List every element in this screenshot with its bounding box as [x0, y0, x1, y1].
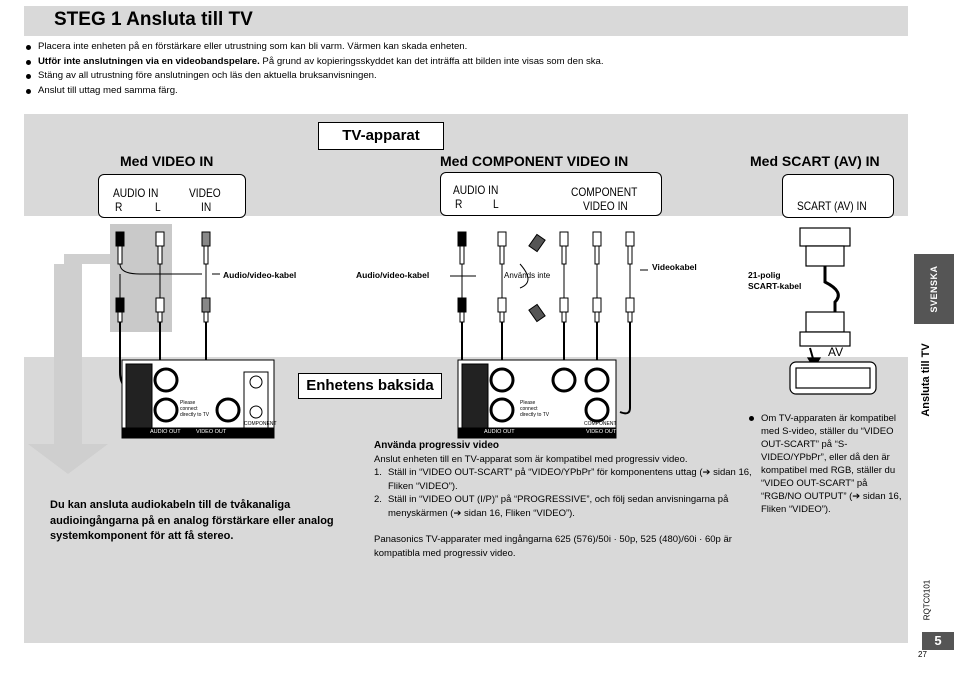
list-item: Placera inte enheten på en förstärkare e…: [24, 40, 904, 55]
unit-back-label: Enhetens baksida: [298, 373, 442, 399]
instruction-list: Placera inte enheten på en förstärkare e…: [24, 40, 904, 98]
page-title: STEG 1 Ansluta till TV: [54, 9, 253, 30]
panel-component-2: COMPONENT: [584, 421, 617, 427]
label-not-used: Används inte: [504, 271, 551, 280]
panel-video-out: VIDEO OUT: [196, 429, 227, 435]
jack-label: L: [155, 200, 161, 214]
heading-scart: Med SCART (AV) IN: [750, 153, 880, 169]
language-tab: [914, 254, 954, 324]
jack-label: R: [115, 200, 123, 214]
title-bar: [24, 6, 908, 36]
document-code: RQTC0101: [922, 579, 932, 621]
section-label: Ansluta till TV: [920, 343, 932, 417]
scart-cable: [789, 227, 877, 395]
progressive-intro: Anslut enheten till en TV-apparat som är…: [374, 453, 688, 465]
unit-back-panel-right: [457, 359, 617, 439]
label-av-mark: AV: [828, 345, 844, 359]
list-item: Utför inte anslutningen via en videoband…: [24, 55, 904, 70]
stereo-note: Du kan ansluta audiokabeln till de tvåka…: [50, 499, 334, 542]
connection-diagram: [115, 227, 877, 439]
label-av-cable-left: Audio/video-kabel: [223, 270, 297, 280]
heading-component: Med COMPONENT VIDEO IN: [440, 153, 629, 169]
progressive-section: Använda progressiv video Anslut enheten …: [374, 439, 754, 560]
language-tab-text: SVENSKA: [929, 265, 939, 313]
panel-audio-out: AUDIO OUT: [150, 429, 181, 435]
list-item: 1.Ställ in “VIDEO OUT-SCART” på “VIDEO/Y…: [374, 467, 752, 492]
label-scart-cable: 21-polig SCART-kabel: [748, 270, 802, 291]
jack-label: VIDEO IN: [583, 199, 628, 213]
jack-label: AUDIO IN: [113, 186, 159, 200]
tv-component-panel: AUDIO IN R L COMPONENT VIDEO IN: [440, 172, 662, 216]
panel-please-connect-2: Please connect directly to TV: [520, 400, 550, 418]
tv-video-in-panel: AUDIO IN R L VIDEO IN: [98, 174, 246, 218]
page-number: 5: [922, 632, 954, 650]
tv-label: TV-apparat: [318, 122, 444, 150]
panasonic-note: Panasonics TV-apparater med ingångarna 6…: [374, 534, 732, 559]
label-av-cable-right: Audio/video-kabel: [356, 270, 430, 280]
tv-scart-panel: SCART (AV) IN: [782, 174, 894, 218]
panel-video-out-2: VIDEO OUT: [586, 429, 617, 435]
jack-label: VIDEO: [189, 186, 221, 200]
progressive-title: Använda progressiv video: [374, 440, 500, 451]
heading-video-in: Med VIDEO IN: [120, 153, 214, 169]
panel-audio-out-2: AUDIO OUT: [484, 429, 515, 435]
label-video-cable: Videokabel: [652, 262, 697, 272]
list-item: 2.Ställ in “VIDEO OUT (I/P)” på “PROGRES…: [374, 494, 729, 519]
list-item: Anslut till uttag med samma färg.: [24, 84, 904, 99]
scart-note: Om TV-apparaten är kompatibel med S-vide…: [747, 412, 907, 516]
sub-page-number: 27: [918, 650, 927, 659]
unit-back-panel-left: [121, 359, 275, 439]
list-item: Stäng av all utrustning före anslutninge…: [24, 69, 904, 84]
panel-please-connect: Please connect directly to TV: [180, 400, 210, 418]
jack-label: IN: [201, 200, 212, 214]
jack-label: COMPONENT: [571, 185, 638, 199]
jack-label: AUDIO IN: [453, 183, 499, 197]
jack-label: L: [493, 197, 499, 211]
panel-component: COMPONENT: [244, 421, 277, 427]
jack-label: R: [455, 197, 463, 211]
jack-label: SCART (AV) IN: [797, 199, 867, 213]
